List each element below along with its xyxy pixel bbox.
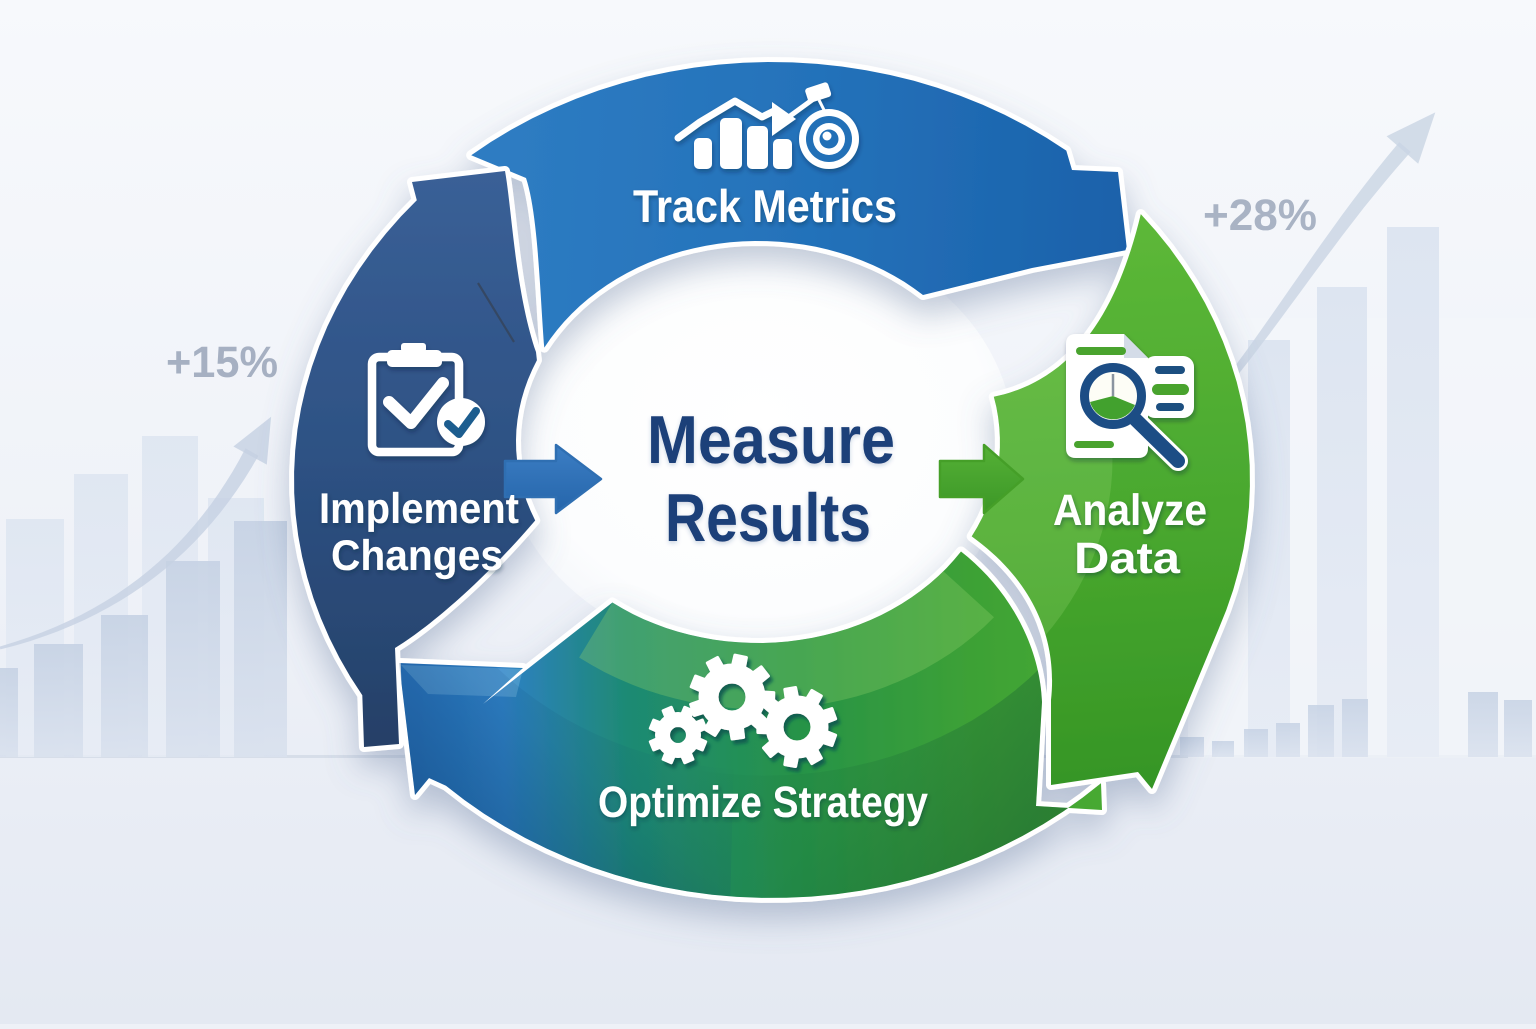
svg-text:+28%: +28% bbox=[1203, 191, 1317, 240]
svg-text:Results: Results bbox=[665, 480, 871, 556]
svg-text:Measure: Measure bbox=[647, 402, 895, 478]
svg-text:Data: Data bbox=[1074, 534, 1181, 583]
svg-text:+15%: +15% bbox=[166, 338, 278, 387]
svg-text:Implement: Implement bbox=[319, 485, 519, 533]
svg-text:Optimize Strategy: Optimize Strategy bbox=[598, 778, 928, 827]
svg-text:Changes: Changes bbox=[331, 532, 503, 580]
svg-text:Track Metrics: Track Metrics bbox=[633, 180, 897, 232]
svg-text:Analyze: Analyze bbox=[1053, 486, 1207, 535]
